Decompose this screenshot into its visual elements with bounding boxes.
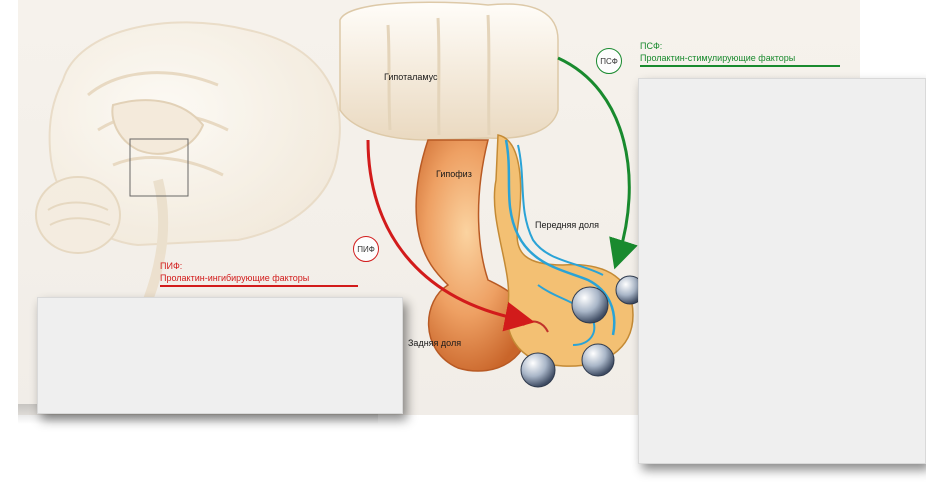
psf-legend: ПСФ: Пролактин-стимулирующие факторы <box>640 40 840 67</box>
anterior-lobe-label: Передняя доля <box>535 220 599 230</box>
psf-legend-abbr: ПСФ: <box>640 41 663 51</box>
psf-legend-full: Пролактин-стимулирующие факторы <box>640 53 796 63</box>
psf-legend-rule <box>640 65 840 67</box>
hypothalamus-label: Гипоталамус <box>384 72 438 82</box>
pif-arrow <box>366 139 535 332</box>
placeholder-card-left <box>37 297 403 414</box>
pif-legend-abbr: ПИФ: <box>160 261 183 271</box>
anatomy-drawing <box>35 1 645 388</box>
pif-legend: ПИФ: Пролактин-ингибирующие факторы <box>160 260 358 287</box>
pif-legend-full: Пролактин-ингибирующие факторы <box>160 273 310 283</box>
psf-badge: ПСФ <box>596 48 622 74</box>
posterior-lobe-label: Задняя доля <box>408 338 462 348</box>
hormone-spheres <box>520 275 645 388</box>
pituitary-label: Гипофиз <box>436 169 472 179</box>
brain-sketch <box>35 21 341 302</box>
placeholder-card-right <box>638 78 926 464</box>
hypothalamus-shape <box>339 1 559 141</box>
pif-badge: ПИФ <box>353 236 379 262</box>
psf-arrow <box>557 56 638 270</box>
pif-legend-rule <box>160 285 358 287</box>
